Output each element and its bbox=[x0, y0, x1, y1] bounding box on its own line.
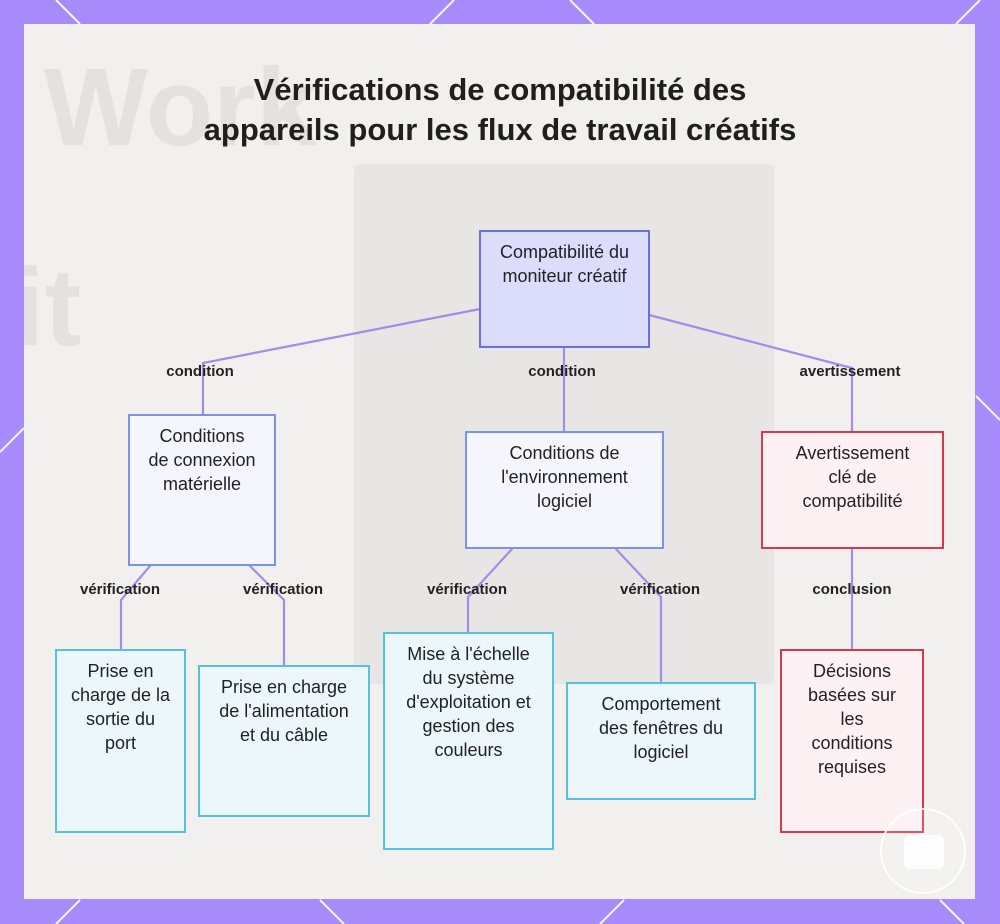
edge-root-warning bbox=[647, 313, 854, 434]
edge-root-hardware bbox=[201, 307, 482, 417]
node-warning-label: Avertissement clé de compatibilité bbox=[795, 443, 910, 511]
page-title: Vérifications de compatibilité des appar… bbox=[203, 72, 797, 147]
node-port: Prise en charge de la sortie du port bbox=[55, 649, 186, 833]
node-window: Comportement des fenêtres du logiciel bbox=[566, 682, 756, 800]
edge-hardware-power bbox=[248, 564, 286, 668]
edge-label-hardware-port: vérification bbox=[79, 581, 161, 598]
edge-hardware-port bbox=[119, 564, 152, 652]
node-os-label: Mise à l'échelle du système d'exploitati… bbox=[406, 644, 531, 760]
edge-software-os bbox=[466, 547, 514, 635]
node-software: Conditions de l'environnement logiciel bbox=[465, 431, 664, 549]
background-word-2: it bbox=[24, 246, 82, 369]
node-power-label: Prise en charge de l'alimentation et du … bbox=[219, 677, 349, 745]
edge-label-root-warning: avertissement bbox=[799, 363, 901, 380]
node-decision-label: Décisions basées sur les conditions requ… bbox=[807, 661, 897, 777]
edge-software-window bbox=[614, 547, 663, 685]
node-port-label: Prise en charge de la sortie du port bbox=[70, 661, 171, 753]
node-os: Mise à l'échelle du système d'exploitati… bbox=[383, 632, 554, 850]
node-decision: Décisions basées sur les conditions requ… bbox=[780, 649, 924, 833]
edge-label-software-window: vérification bbox=[619, 581, 701, 598]
node-warning: Avertissement clé de compatibilité bbox=[761, 431, 944, 549]
edge-label-warning-decision: conclusion bbox=[812, 581, 892, 598]
node-hardware: Conditions de connexion matérielle bbox=[128, 414, 276, 566]
edge-label-hardware-power: vérification bbox=[242, 581, 324, 598]
edge-label-software-os: vérification bbox=[426, 581, 508, 598]
node-hardware-label: Conditions de connexion matérielle bbox=[148, 426, 256, 494]
node-window-label: Comportement des fenêtres du logiciel bbox=[598, 694, 724, 762]
edge-label-root-hardware: condition bbox=[166, 363, 234, 380]
edge-label-root-software: condition bbox=[528, 363, 596, 380]
node-root: Compatibilité du moniteur créatif bbox=[479, 230, 650, 348]
node-root-label: Compatibilité du moniteur créatif bbox=[499, 242, 630, 286]
background-word-1: Work bbox=[44, 46, 318, 169]
node-software-label: Conditions de l'environnement logiciel bbox=[501, 443, 628, 511]
chat-bubble-icon bbox=[880, 808, 966, 894]
node-power: Prise en charge de l'alimentation et du … bbox=[198, 665, 370, 817]
